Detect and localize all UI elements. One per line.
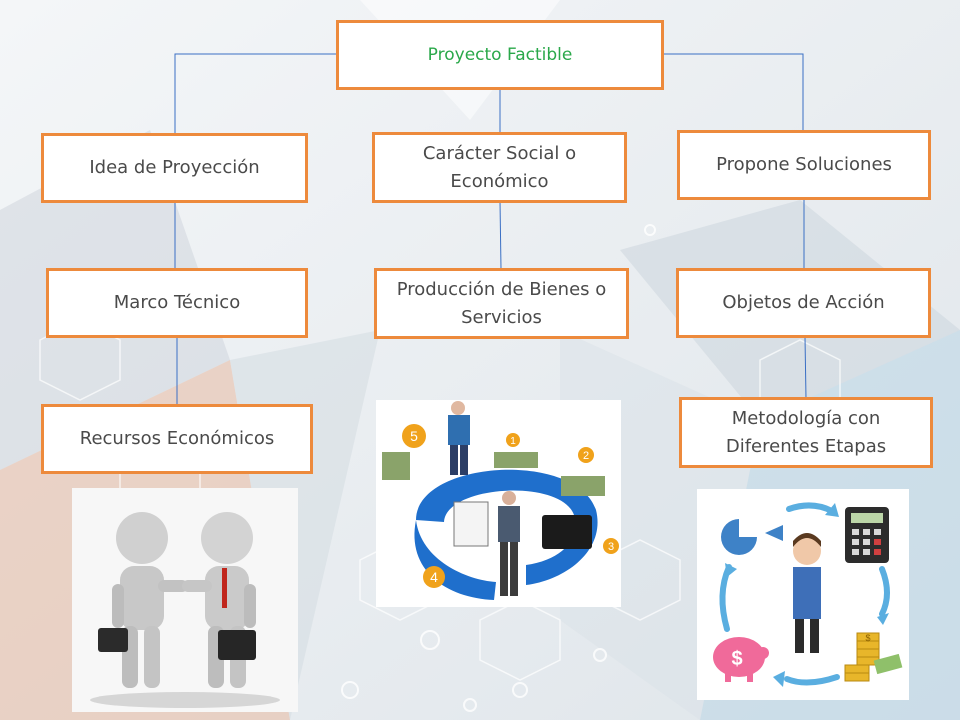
node-caracter-social: Carácter Social o Económico bbox=[372, 132, 627, 203]
node-label: Idea de Proyección bbox=[89, 157, 260, 178]
node-label: Marco Técnico bbox=[113, 292, 241, 313]
root-node: Proyecto Factible bbox=[336, 20, 664, 90]
node-label: Carácter Social o Económico bbox=[422, 142, 577, 192]
node-label: Propone Soluciones bbox=[716, 154, 892, 175]
step-4-number: 4 bbox=[430, 569, 438, 585]
step-3-number: 3 bbox=[608, 541, 614, 553]
handshake-illustration bbox=[72, 488, 298, 712]
node-label: Recursos Económicos bbox=[79, 428, 275, 449]
node-label: Metodología con Diferentes Etapas bbox=[725, 407, 887, 457]
node-objetos-accion: Objetos de Acción bbox=[676, 268, 931, 338]
connector-root-left bbox=[174, 53, 338, 134]
step-1-number: 1 bbox=[510, 436, 516, 447]
node-metodologia: Metodología con Diferentes Etapas bbox=[679, 397, 933, 468]
piggy-bank-icon bbox=[713, 637, 765, 677]
node-produccion-bienes: Producción de Bienes o Servicios bbox=[374, 268, 629, 339]
root-node-label: Proyecto Factible bbox=[427, 45, 573, 65]
node-marco-tecnico: Marco Técnico bbox=[46, 268, 308, 338]
node-label: Producción de Bienes o Servicios bbox=[396, 278, 607, 328]
step-4-badge bbox=[423, 566, 445, 588]
connector-center-1 bbox=[499, 200, 502, 270]
coin-symbol: $ bbox=[865, 633, 870, 643]
methodology-illustration: $ $ bbox=[697, 489, 909, 700]
step-5-badge bbox=[402, 424, 426, 448]
node-label: Objetos de Acción bbox=[722, 292, 885, 313]
connector-root-right bbox=[662, 53, 804, 131]
piggy-symbol: $ bbox=[731, 648, 742, 670]
step-2-number: 2 bbox=[583, 450, 589, 462]
connector-right-2 bbox=[804, 336, 807, 400]
step-2-badge bbox=[578, 447, 594, 463]
node-recursos-economicos: Recursos Económicos bbox=[41, 404, 313, 474]
node-idea-proyeccion: Idea de Proyección bbox=[41, 133, 308, 203]
step-3-badge bbox=[603, 538, 619, 554]
step-1-badge bbox=[506, 433, 520, 447]
production-cycle-illustration: 5 1 2 3 4 bbox=[376, 400, 621, 607]
node-propone-soluciones: Propone Soluciones bbox=[677, 130, 931, 200]
step-5-number: 5 bbox=[410, 428, 418, 444]
